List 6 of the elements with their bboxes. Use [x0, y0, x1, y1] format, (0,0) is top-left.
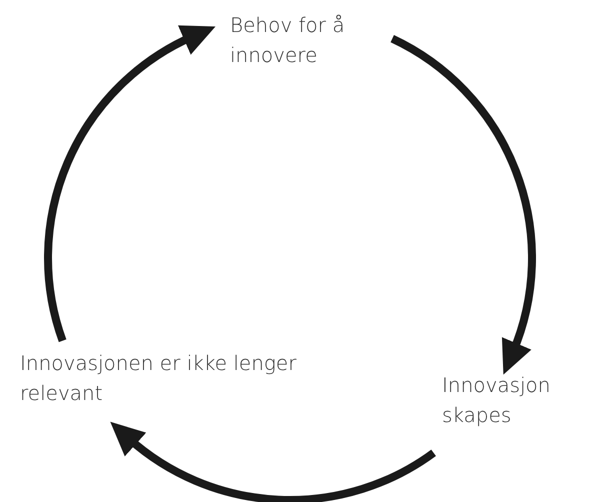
cycle-arrow: [109, 422, 436, 502]
cycle-stage-label: Behov for å innovere: [230, 12, 346, 69]
cycle-arrow: [390, 35, 536, 376]
cycle-stage-label: Innovasjonen er ikke lenger relevant: [20, 350, 298, 407]
cycle-arrow: [44, 25, 215, 342]
cycle-stage-label: Innovasjon skapes: [442, 372, 552, 429]
